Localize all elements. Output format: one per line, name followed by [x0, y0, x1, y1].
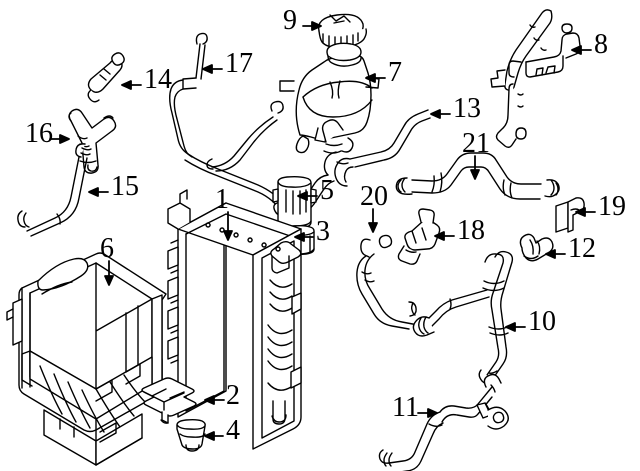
callout-label-2: 2 [226, 380, 240, 411]
part-15-heater-hose [17, 143, 92, 237]
part-16-y-connector [68, 108, 117, 174]
part-2-mount-clip [141, 377, 197, 424]
callout-label-13: 13 [453, 93, 481, 124]
part-vent-pipe-secondary [206, 100, 284, 172]
callout-label-16: 16 [25, 118, 53, 149]
callout-label-11: 11 [392, 392, 419, 423]
callout-label-8: 8 [594, 29, 608, 60]
part-1-radiator [167, 189, 302, 450]
part-9-reservoir-cap [317, 13, 368, 49]
part-11-coolant-inlet-hose [378, 373, 509, 471]
callout-label-10: 10 [528, 306, 556, 337]
part-20-bleed-hose [356, 234, 419, 330]
callout-label-20: 20 [360, 181, 388, 212]
part-21-upper-radiator-hose [395, 152, 560, 200]
callout-label-3: 3 [316, 216, 330, 247]
callout-label-17: 17 [225, 48, 253, 79]
part-17-vent-line [169, 32, 288, 216]
callout-label-1: 1 [215, 184, 229, 215]
callout-label-4: 4 [226, 415, 240, 446]
callout-label-7: 7 [388, 57, 402, 88]
callout-label-18: 18 [457, 215, 485, 246]
part-6-fan-shroud [6, 252, 167, 466]
callout-label-5: 5 [320, 175, 334, 206]
callout-label-15: 15 [111, 171, 139, 202]
part-4-grommet [176, 418, 206, 452]
part-12-retaining-clip [519, 233, 554, 262]
part-19-retaining-clip [555, 197, 585, 233]
callout-label-9: 9 [283, 5, 297, 36]
part-18-coolant-sensor [397, 208, 441, 265]
part-14-hose-connector [87, 52, 125, 103]
callout-label-19: 19 [598, 191, 626, 222]
part-10-lower-radiator-hose [412, 250, 514, 385]
callout-label-12: 12 [568, 233, 596, 264]
callout-label-21: 21 [462, 128, 490, 159]
part-8-mounting-bracket [490, 9, 581, 148]
callout-label-14: 14 [144, 64, 172, 95]
callout-arrows [49, 21, 596, 441]
callout-label-6: 6 [100, 233, 114, 264]
